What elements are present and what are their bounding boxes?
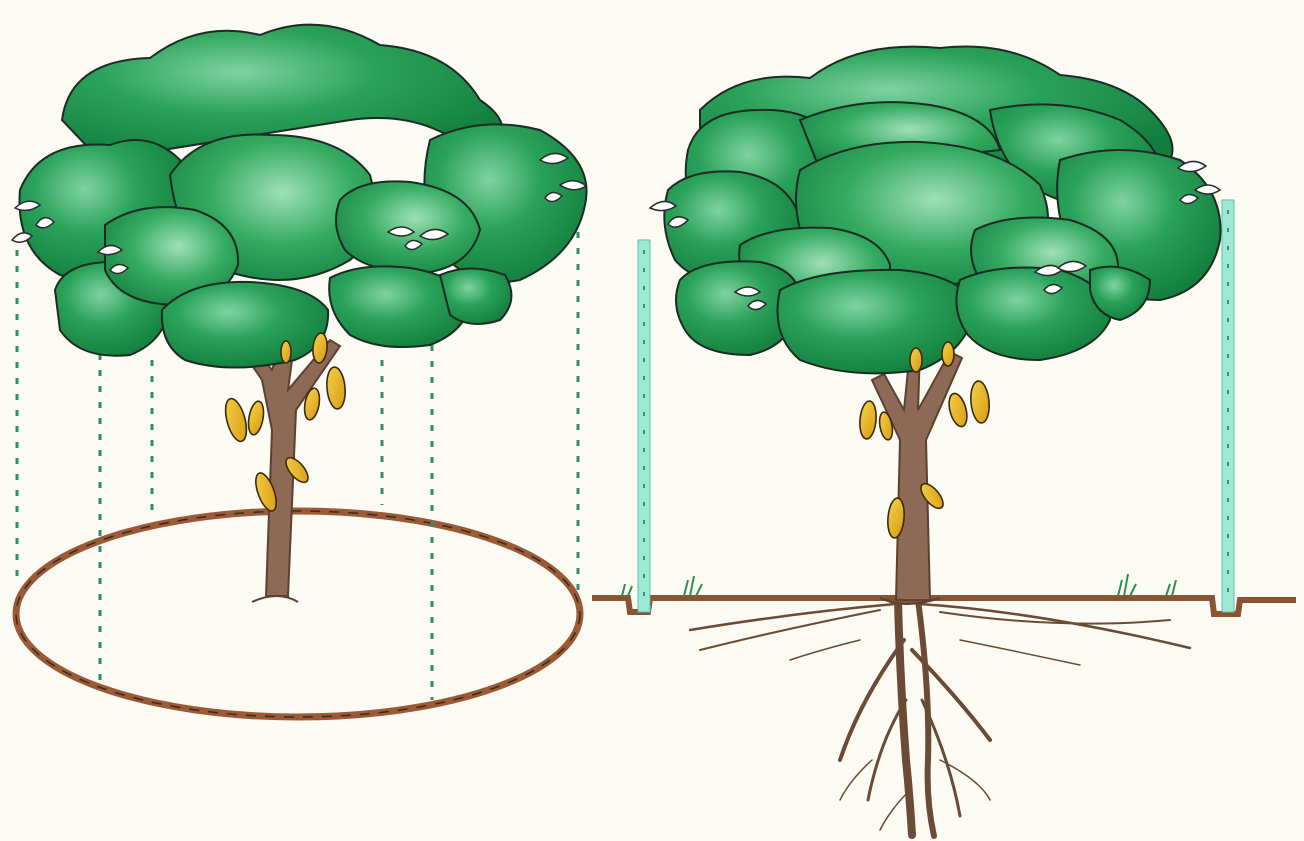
left-tree-panel [12, 25, 587, 717]
left-trunk [228, 328, 340, 602]
right-tree-panel [592, 47, 1296, 836]
root-system [690, 600, 1190, 836]
right-canopy [664, 47, 1220, 374]
right-trunk [872, 350, 962, 600]
left-canopy [20, 25, 587, 368]
